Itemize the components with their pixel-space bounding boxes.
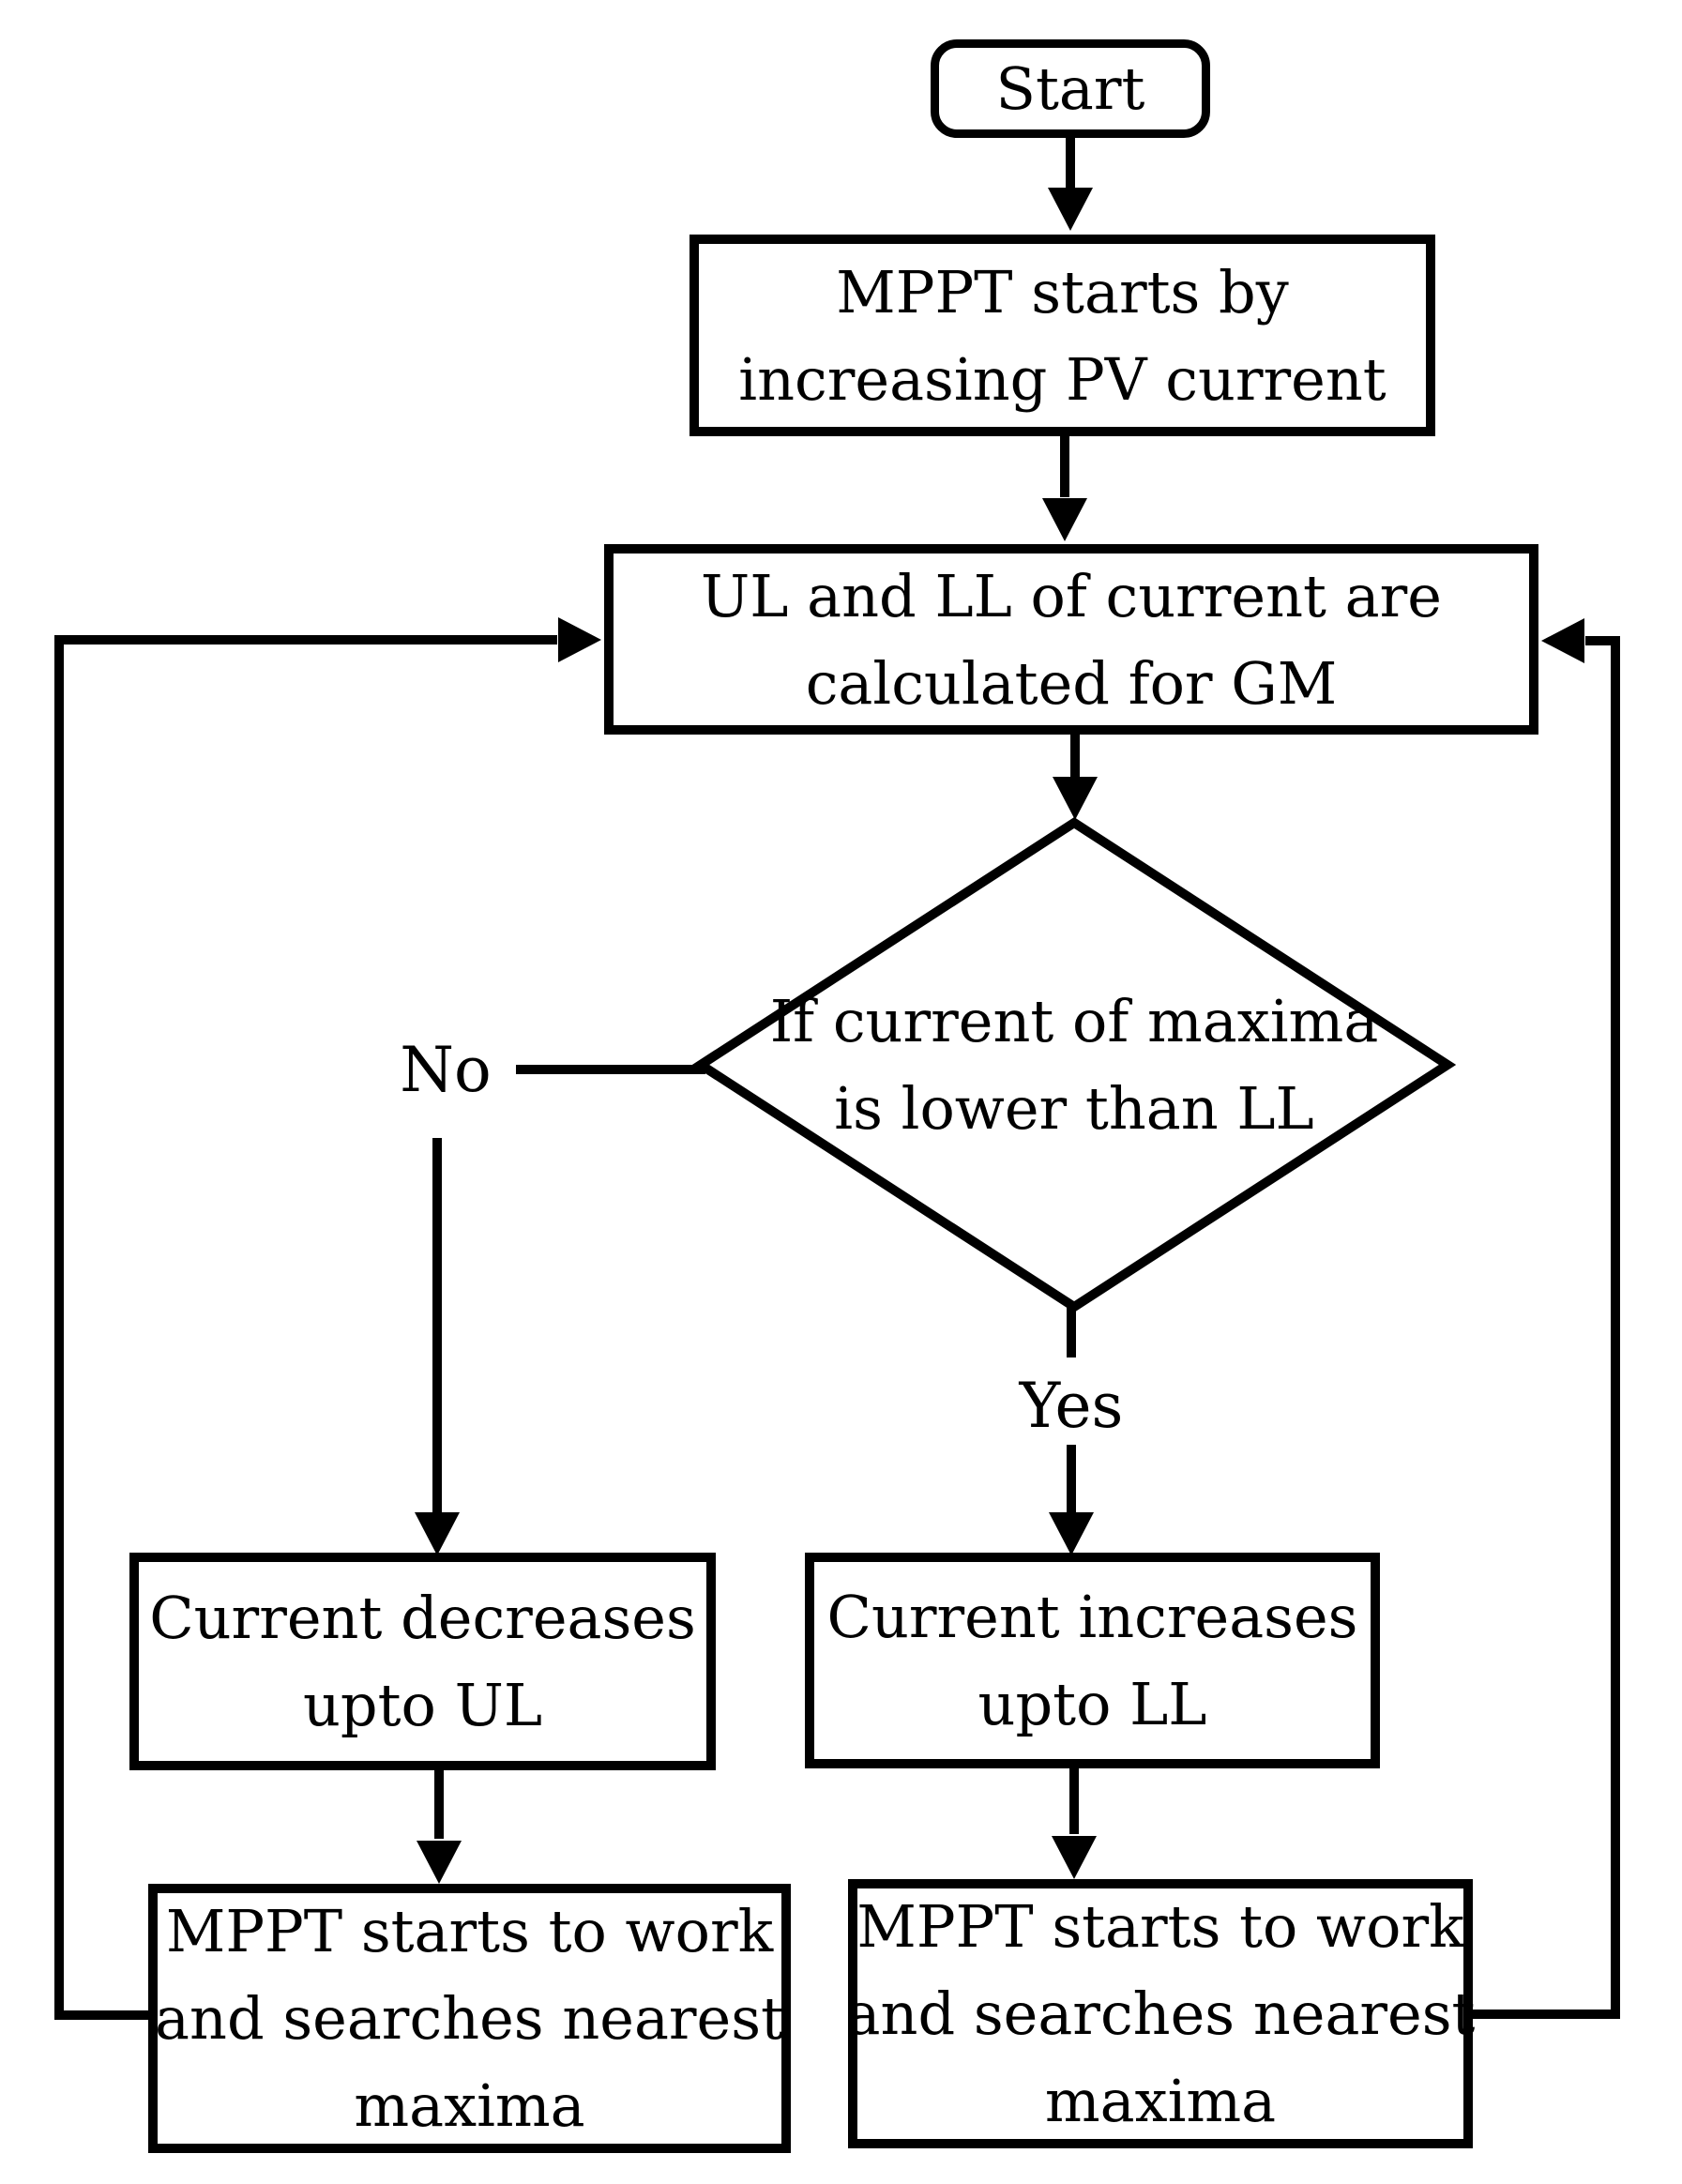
node-text-line: MPPT starts to work (165, 1897, 774, 1965)
node-text-line: increasing PV current (738, 344, 1387, 414)
node-text-line: is lower than LL (834, 1074, 1314, 1143)
arrowhead-right-icon (558, 617, 601, 662)
node-text-line: Start (995, 54, 1145, 123)
decision-node: If current of maxima is lower than LL (746, 948, 1402, 1182)
ul-ll-node: UL and LL of current are calculated for … (604, 544, 1538, 735)
arrowhead-down-icon (415, 1512, 460, 1555)
node-text-line: and searches nearest (845, 1979, 1476, 2048)
arrowhead-down-icon (417, 1841, 462, 1884)
arrow-start-to-mppt-start (1048, 138, 1093, 231)
arrow-mppt-start-to-ul-ll (1042, 434, 1087, 541)
edge-yes-branch (1049, 1305, 1094, 1555)
feedback-loop-left (54, 617, 601, 2020)
mppt-work-left-node: MPPT starts to work and searches nearest… (148, 1884, 791, 2153)
edge-no-branch (415, 1065, 705, 1555)
arrow-decreases-to-work-left (417, 1770, 462, 1884)
arrowhead-down-icon (1053, 777, 1098, 820)
arrowhead-left-icon (1541, 618, 1584, 663)
mppt-work-right-node: MPPT starts to work and searches nearest… (845, 1879, 1476, 2148)
feedback-left-path (54, 635, 557, 2020)
feedback-right-path (1469, 636, 1620, 2019)
node-text-line: Current decreases (149, 1584, 696, 1652)
node-text-line: MPPT starts by (836, 257, 1289, 326)
node-text-line: UL and LL of current are (701, 561, 1442, 630)
arrow-increases-to-work-right (1052, 1768, 1097, 1879)
node-text-line: and searches nearest (155, 1984, 784, 2053)
arrowhead-down-icon (1049, 1512, 1094, 1555)
node-text-line: upto UL (303, 1671, 542, 1739)
current-increases-node: Current increases upto LL (805, 1553, 1380, 1768)
node-text-line: If current of maxima (769, 987, 1379, 1055)
arrowhead-down-icon (1052, 1836, 1097, 1879)
node-text-line: upto LL (977, 1670, 1207, 1738)
node-text-line: maxima (1044, 2067, 1277, 2135)
mppt-start-node: MPPT starts by increasing PV current (689, 235, 1435, 436)
node-text-line: MPPT starts to work (856, 1892, 1464, 1961)
node-text-line: calculated for GM (805, 648, 1338, 718)
start-node: Start (931, 39, 1210, 138)
yes-label: Yes (987, 1368, 1156, 1443)
node-text-line: Current increases (826, 1583, 1358, 1651)
current-decreases-node: Current decreases upto UL (129, 1553, 716, 1770)
no-label: No (375, 1032, 516, 1107)
arrowhead-down-icon (1048, 188, 1093, 231)
arrowhead-down-icon (1042, 498, 1087, 541)
arrow-ul-ll-to-decision (1053, 735, 1098, 820)
node-text-line: maxima (354, 2071, 585, 2140)
feedback-loop-right (1469, 618, 1620, 2019)
